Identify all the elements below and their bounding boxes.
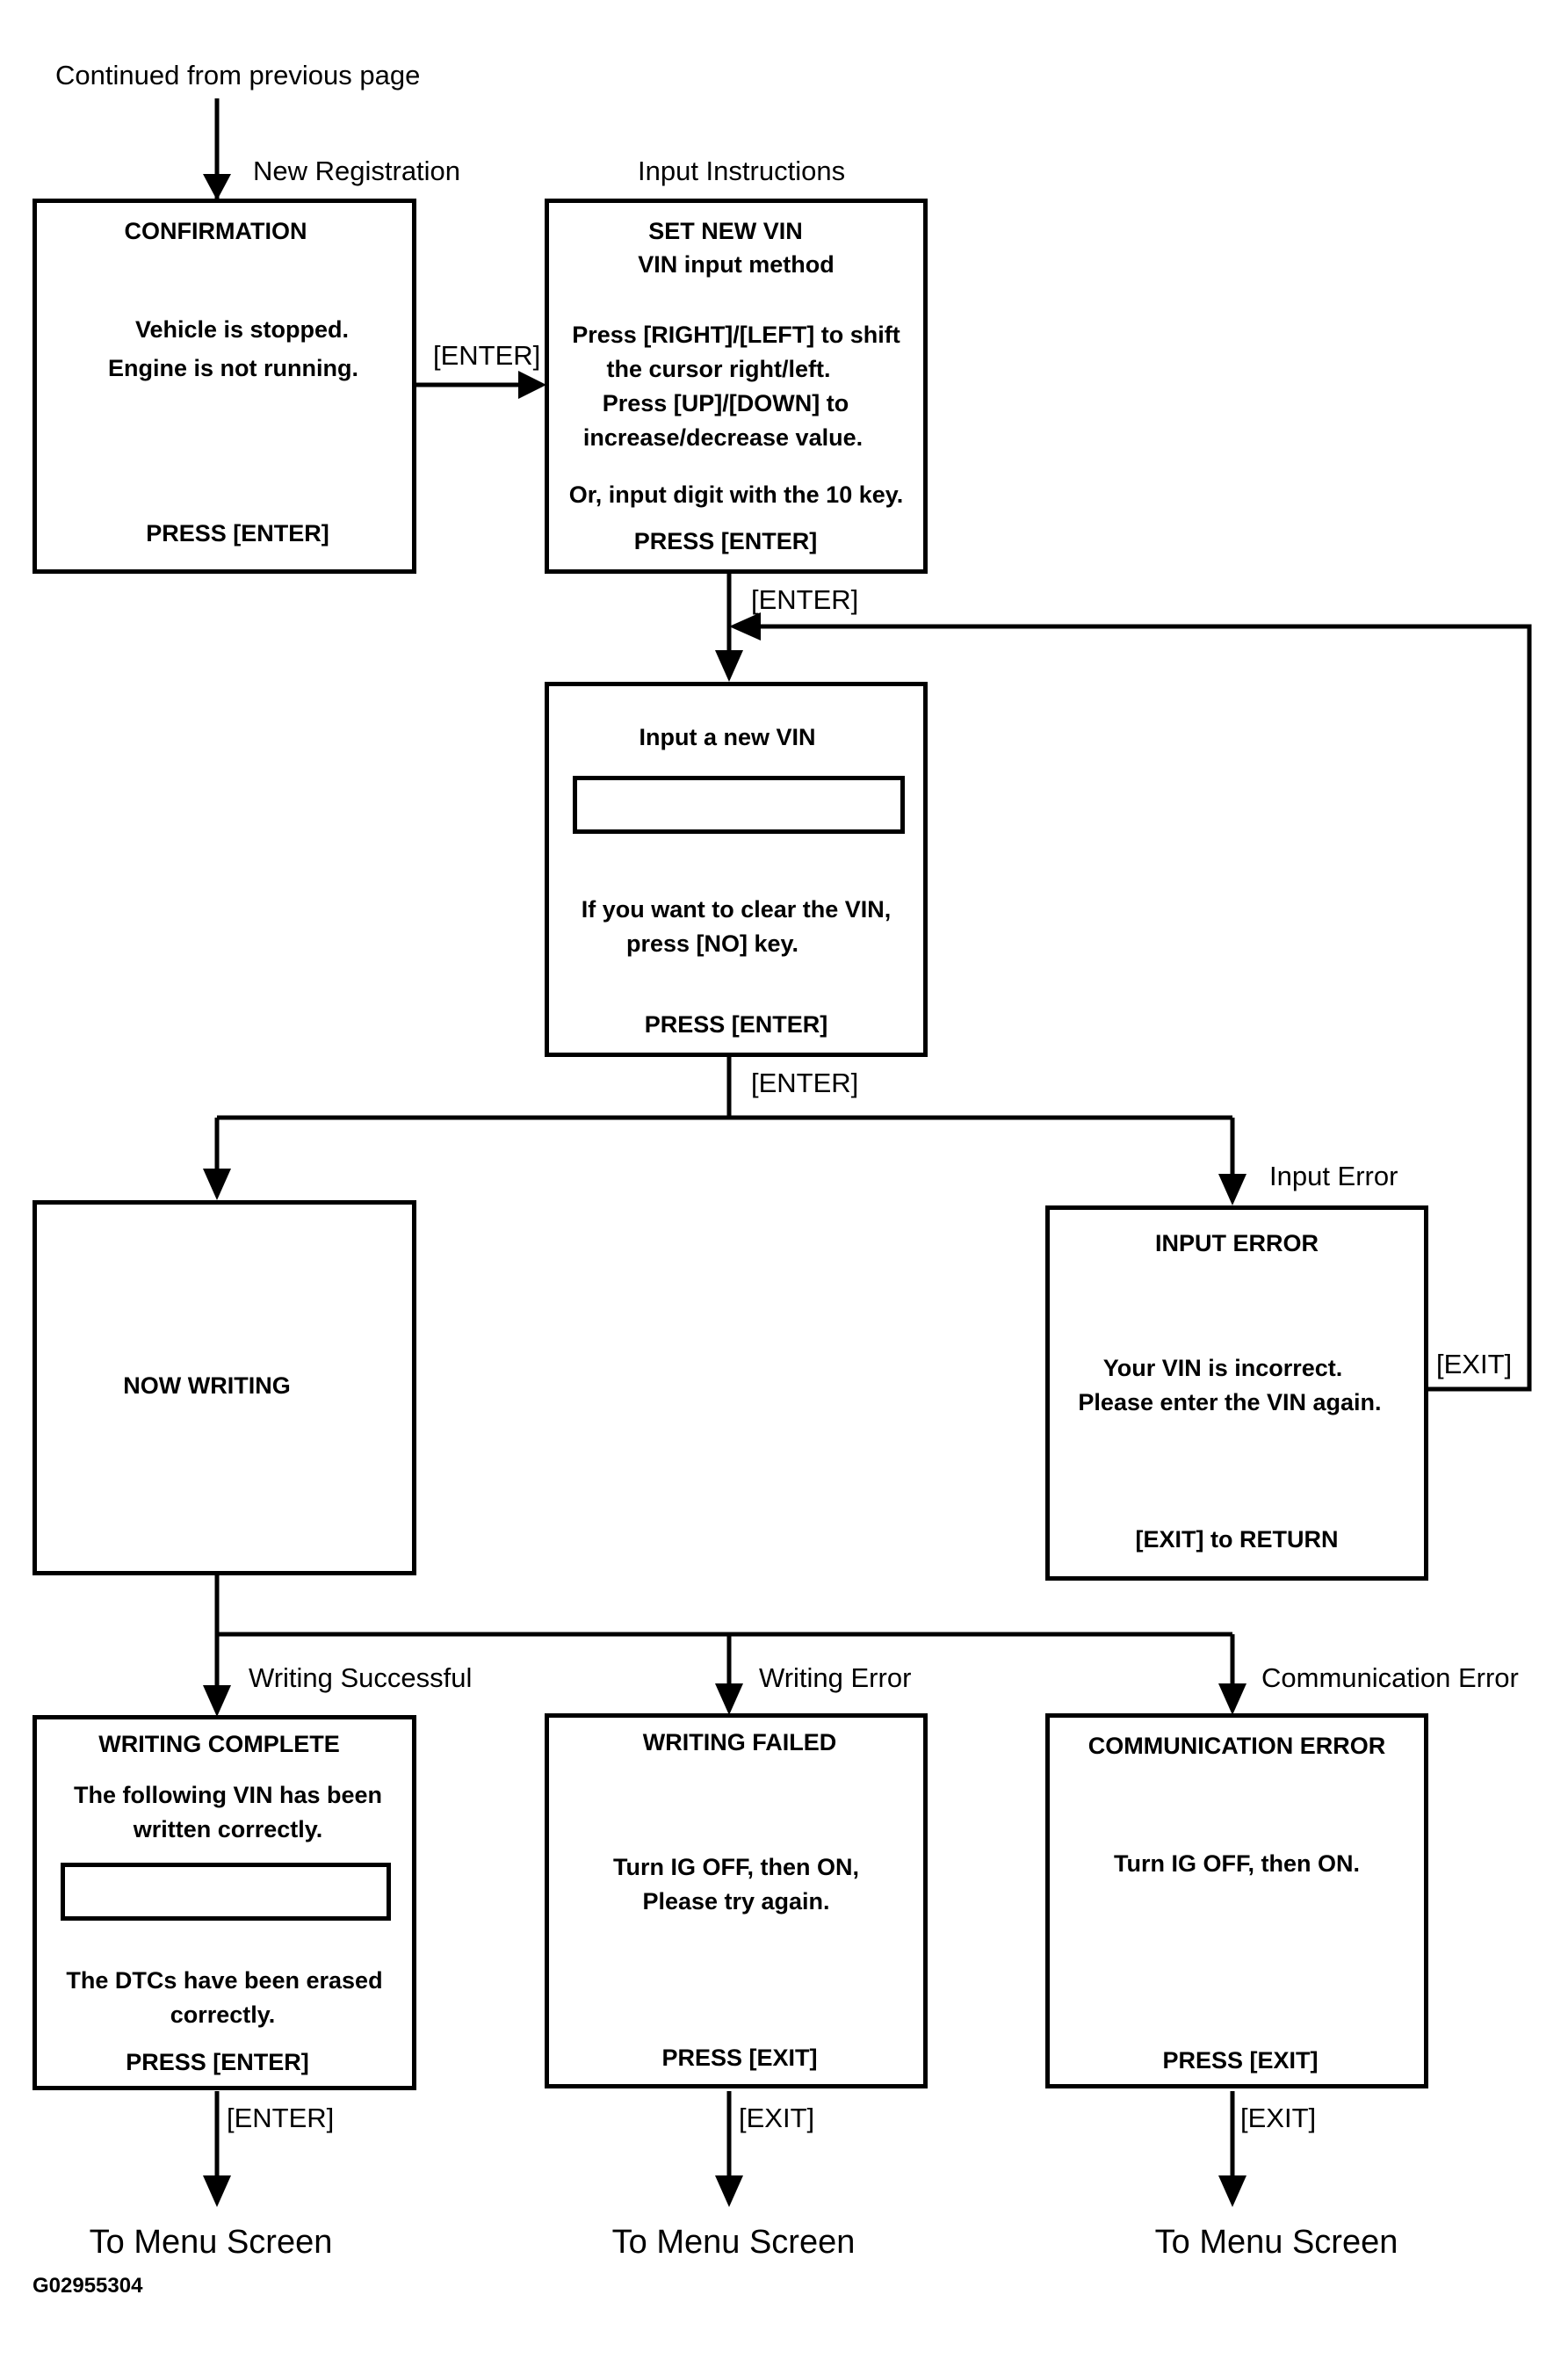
arrowhead xyxy=(715,650,743,682)
screen-text: The DTCs have been erased xyxy=(66,1967,383,1994)
arrowhead xyxy=(203,2175,231,2207)
screen-communication-error: COMMUNICATION ERROR Turn IG OFF, then ON… xyxy=(1045,1713,1428,2088)
branch-label-new-registration: New Registration xyxy=(253,156,461,186)
screen-title: WRITING FAILED xyxy=(642,1729,837,1755)
branch-label-input-error: Input Error xyxy=(1269,1161,1398,1191)
screen-footer: PRESS [ENTER] xyxy=(126,2049,309,2075)
screen-text: Or, input digit with the 10 key. xyxy=(568,481,904,508)
screen-footer: PRESS [ENTER] xyxy=(633,528,818,554)
arrowhead xyxy=(715,1683,743,1715)
screen-footer: [EXIT] to RETURN xyxy=(1135,1526,1339,1553)
key-label-enter-1: [ENTER] xyxy=(433,340,541,371)
screen-confirmation: CONFIRMATION Vehicle is stopped. Engine … xyxy=(33,199,416,574)
vin-display-field xyxy=(61,1863,391,1921)
screen-text: press [NO] key. xyxy=(625,930,799,957)
arrowhead xyxy=(1218,1683,1246,1715)
destination-menu-screen-3: To Menu Screen xyxy=(1154,2224,1398,2261)
arrowhead xyxy=(1218,2175,1246,2207)
key-label-enter-4: [ENTER] xyxy=(227,2103,335,2133)
screen-text: Please try again. xyxy=(642,1888,830,1915)
screen-writing-complete: WRITING COMPLETE The following VIN has b… xyxy=(33,1715,416,2090)
screen-title: SET NEW VIN xyxy=(648,218,803,244)
key-label-enter-3: [ENTER] xyxy=(751,1068,859,1098)
screen-text: Please enter the VIN again. xyxy=(1078,1389,1382,1415)
screen-text: The following VIN has been xyxy=(73,1782,383,1808)
screen-text: Vehicle is stopped. xyxy=(134,316,350,343)
screen-text: correctly. xyxy=(170,2001,276,2028)
screen-title: Input a new VIN xyxy=(639,724,816,750)
key-label-exit-1: [EXIT] xyxy=(739,2103,815,2133)
arrowhead xyxy=(518,371,546,399)
screen-text: Turn IG OFF, then ON, xyxy=(613,1854,859,1880)
arrowhead xyxy=(203,174,231,200)
screen-title: COMMUNICATION ERROR xyxy=(1087,1733,1386,1759)
screen-text: Engine is not running. xyxy=(108,355,358,381)
screen-now-writing: NOW WRITING xyxy=(33,1200,416,1575)
screen-text: the cursor right/left. xyxy=(606,356,831,382)
screen-text: Turn IG OFF, then ON. xyxy=(1114,1850,1360,1877)
screen-writing-failed: WRITING FAILED Turn IG OFF, then ON, Ple… xyxy=(545,1713,928,2088)
branch-label-writing-successful: Writing Successful xyxy=(249,1662,473,1693)
screen-text: Press [RIGHT]/[LEFT] to shift xyxy=(572,322,900,348)
destination-menu-screen-2: To Menu Screen xyxy=(611,2224,856,2261)
screen-footer: PRESS [ENTER] xyxy=(146,520,329,547)
screen-footer: PRESS [EXIT] xyxy=(661,2045,818,2071)
screen-text: Your VIN is incorrect. xyxy=(1102,1355,1343,1381)
key-label-exit-2: [EXIT] xyxy=(1240,2103,1317,2133)
screen-text: If you want to clear the VIN, xyxy=(581,896,892,923)
screen-subtitle: VIN input method xyxy=(638,251,835,278)
screen-text: Press [UP]/[DOWN] to xyxy=(602,390,849,416)
figure-code: G02955304 xyxy=(33,2274,143,2298)
screen-set-new-vin: SET NEW VIN VIN input method Press [RIGH… xyxy=(545,199,928,574)
vin-input-field xyxy=(573,776,905,834)
arrow-error-return xyxy=(761,624,1532,1392)
screen-footer: PRESS [ENTER] xyxy=(644,1011,828,1038)
branch-label-communication-error: Communication Error xyxy=(1261,1662,1519,1693)
screen-title: NOW WRITING xyxy=(123,1372,291,1399)
arrowhead xyxy=(203,1169,231,1200)
screen-title: INPUT ERROR xyxy=(1154,1230,1319,1256)
destination-menu-screen-1: To Menu Screen xyxy=(89,2224,333,2261)
screen-title: CONFIRMATION xyxy=(124,218,307,244)
screen-input-error: INPUT ERROR Your VIN is incorrect. Pleas… xyxy=(1045,1205,1428,1581)
arrowhead xyxy=(203,1685,231,1717)
screen-title: WRITING COMPLETE xyxy=(98,1731,340,1757)
key-label-exit-loop: [EXIT] xyxy=(1436,1349,1513,1379)
screen-text: written correctly. xyxy=(133,1816,323,1842)
branch-label-writing-error: Writing Error xyxy=(759,1662,912,1693)
branch-label-input-instructions: Input Instructions xyxy=(638,156,846,186)
arrowhead xyxy=(715,2175,743,2207)
continued-label: Continued from previous page xyxy=(55,60,421,90)
arrow-writing-branch xyxy=(214,1574,1235,1699)
screen-input-vin: Input a new VIN If you want to clear the… xyxy=(545,682,928,1057)
key-label-enter-2: [ENTER] xyxy=(751,584,859,615)
screen-footer: PRESS [EXIT] xyxy=(1162,2047,1319,2074)
arrowhead xyxy=(1218,1174,1246,1205)
arrow-input-branch xyxy=(214,1055,1235,1186)
screen-text: increase/decrease value. xyxy=(582,424,863,451)
arrowhead xyxy=(729,612,761,641)
